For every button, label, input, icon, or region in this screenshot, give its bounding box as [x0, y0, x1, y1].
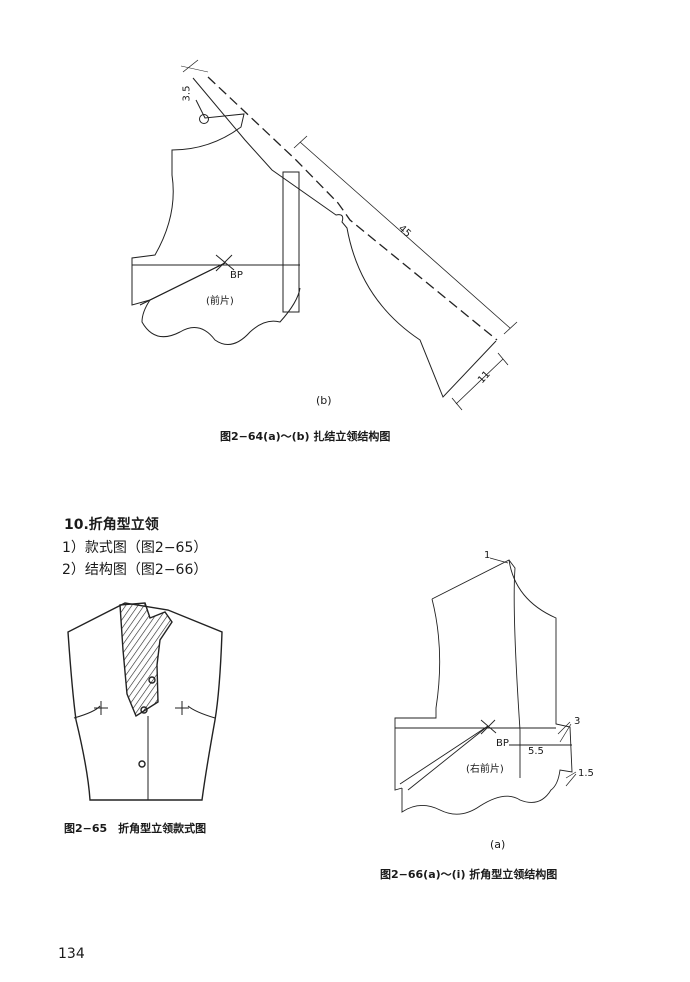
circle-mark	[199, 114, 209, 124]
button	[148, 676, 156, 684]
page-number: 134	[58, 946, 85, 962]
collar-lapel-hatched	[119, 602, 173, 718]
sub-label-a: (a)	[490, 838, 506, 851]
dim-label-1: 1	[484, 550, 491, 561]
collar-dashed-edge	[207, 76, 498, 341]
bp-label: BP	[230, 270, 243, 281]
dim-label-5-5: 5.5	[528, 746, 544, 757]
front-piece-outline	[131, 99, 301, 345]
caption-2-65: 图2−65 折角型立领款式图	[64, 822, 207, 835]
dim-label-3-5: 3.5	[181, 85, 193, 102]
section-title: 10.折角型立领	[64, 517, 159, 533]
dim-3-5	[182, 59, 199, 73]
section-item-structure: 2）结构图（图2−66）	[62, 562, 208, 578]
collar-solid-edge	[192, 77, 497, 398]
piece-label-right-front: (右前片)	[466, 764, 504, 775]
piece-label-front: (前片)	[206, 296, 234, 307]
figure-2-66a	[394, 557, 577, 815]
dim-label-1-5: 1.5	[578, 768, 594, 779]
figure-2-65	[67, 602, 223, 801]
placket	[282, 171, 300, 313]
right-front-outline	[401, 559, 573, 815]
section-item-style: 1）款式图（图2−65）	[62, 540, 208, 556]
dim-45	[299, 141, 511, 329]
dim-11	[455, 358, 504, 405]
caption-2-64: 图2−64(a)～(b) 扎结立领结构图	[220, 430, 391, 443]
bodice-outline	[67, 602, 223, 801]
bp-label-right: BP	[496, 738, 509, 749]
button	[140, 706, 148, 714]
button	[138, 760, 146, 768]
figure-2-64b	[131, 59, 518, 411]
caption-2-66: 图2−66(a)～(i) 折角型立领结构图	[380, 868, 558, 881]
dim-label-3: 3	[574, 716, 581, 727]
sub-label-b: (b)	[316, 394, 332, 407]
